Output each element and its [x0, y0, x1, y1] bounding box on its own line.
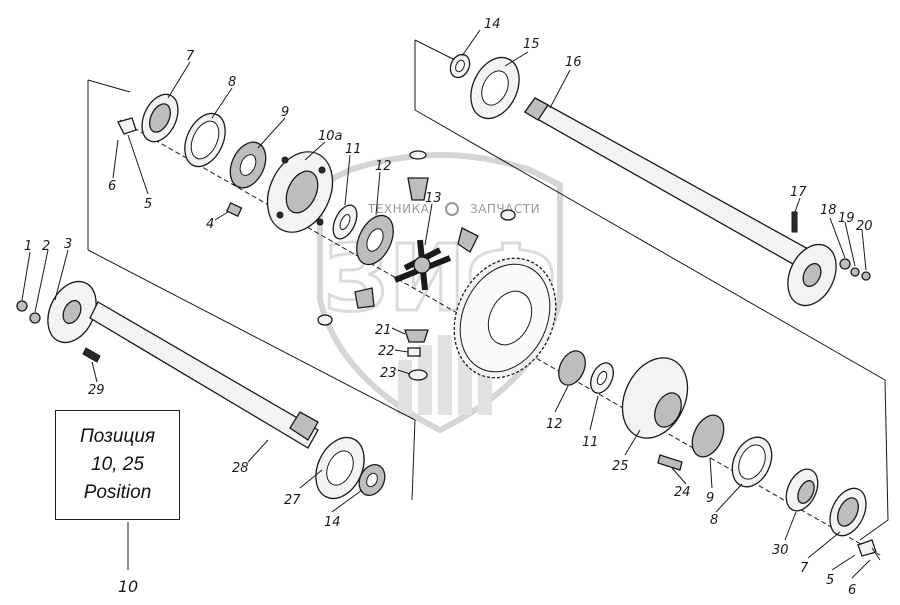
watermark-gear-icon [445, 202, 459, 216]
watermark-left-text: ТЕХНИКА [367, 202, 430, 216]
callout-12-right: 12 [546, 417, 563, 432]
assembly-line-left [87, 79, 416, 501]
callout-11: 11 [345, 142, 362, 157]
callout-5-right: 5 [826, 573, 834, 588]
bearing-30 [785, 468, 819, 512]
callout-30: 30 [772, 543, 789, 558]
side-gear-12 [356, 214, 394, 266]
housing-25 [621, 357, 689, 439]
callout-22: 22 [378, 344, 395, 359]
callout-5: 5 [144, 197, 152, 212]
callout-14-bottom: 14 [324, 515, 341, 530]
callout-20: 20 [856, 219, 873, 234]
bearing-9-right [691, 414, 725, 458]
callout-13: 13 [425, 191, 442, 206]
position-line-en: Position [83, 482, 152, 503]
bearing-9 [229, 141, 267, 189]
callout-12: 12 [375, 159, 392, 174]
nuts-1-3 [16, 300, 41, 324]
callout-25: 25 [612, 459, 629, 474]
callout-18: 18 [820, 203, 837, 218]
callout-6-right: 6 [848, 583, 856, 598]
callout-11-right: 11 [582, 435, 599, 450]
callout-10: 10 [118, 577, 138, 596]
callout-10a: 10a [318, 129, 343, 144]
watermark-right-text: ЗАПЧАСТИ [470, 202, 540, 216]
ring-8-right [731, 436, 773, 488]
callout-9: 9 [281, 105, 289, 120]
bearing-14-bottom [358, 463, 386, 497]
axle-shaft-16 [524, 97, 837, 307]
housing-10a [266, 151, 334, 233]
washer-11-right [590, 362, 614, 394]
washer-11 [332, 204, 358, 240]
pin-5-6 [117, 117, 137, 135]
position-note-box: Позиция 10, 25 Position [55, 410, 180, 520]
leader-lines [21, 29, 871, 579]
callout-14-top: 14 [484, 17, 501, 32]
callout-1: 1 [24, 239, 32, 254]
bolt-4 [226, 202, 243, 218]
callout-21: 21 [375, 323, 392, 338]
callout-17: 17 [790, 185, 807, 200]
bearing-7 [141, 93, 179, 143]
pin-5-6-right [857, 539, 881, 561]
bearing-7-right [829, 487, 867, 537]
callout-8-right: 8 [710, 513, 718, 528]
position-line-ru: Позиция [79, 426, 156, 447]
stud-17 [791, 211, 798, 233]
ring-gear [453, 257, 557, 379]
spider-cross-13 [393, 239, 452, 291]
callout-29: 29 [88, 383, 105, 398]
callout-8: 8 [228, 75, 236, 90]
stud-29 [82, 347, 101, 363]
ring-8 [184, 112, 226, 168]
callout-2: 2 [42, 239, 50, 254]
bolt-24 [657, 454, 683, 471]
callout-24: 24 [674, 485, 691, 500]
washer-14-top [449, 53, 471, 79]
callout-9-right: 9 [706, 491, 714, 506]
pinion-gears [354, 177, 479, 343]
callout-7-right: 7 [800, 561, 809, 576]
callout-3: 3 [64, 237, 72, 252]
assembly-line-right [414, 39, 889, 541]
small-washers [317, 150, 516, 381]
axle-shaft-28 [47, 280, 319, 449]
callout-16: 16 [565, 55, 582, 70]
callout-23: 23 [380, 366, 397, 381]
side-gear-12-right [558, 350, 586, 386]
position-line-numbers: 10, 25 [91, 454, 144, 475]
callout-7: 7 [186, 49, 195, 64]
gasket-27 [315, 436, 365, 500]
callout-15: 15 [523, 37, 540, 52]
callout-4: 4 [206, 217, 214, 232]
callout-6: 6 [108, 179, 116, 194]
nuts-18-20 [839, 258, 871, 281]
callout-19: 19 [838, 211, 855, 226]
gasket-15 [470, 56, 520, 120]
callout-27: 27 [284, 493, 301, 508]
callout-28: 28 [232, 461, 249, 476]
